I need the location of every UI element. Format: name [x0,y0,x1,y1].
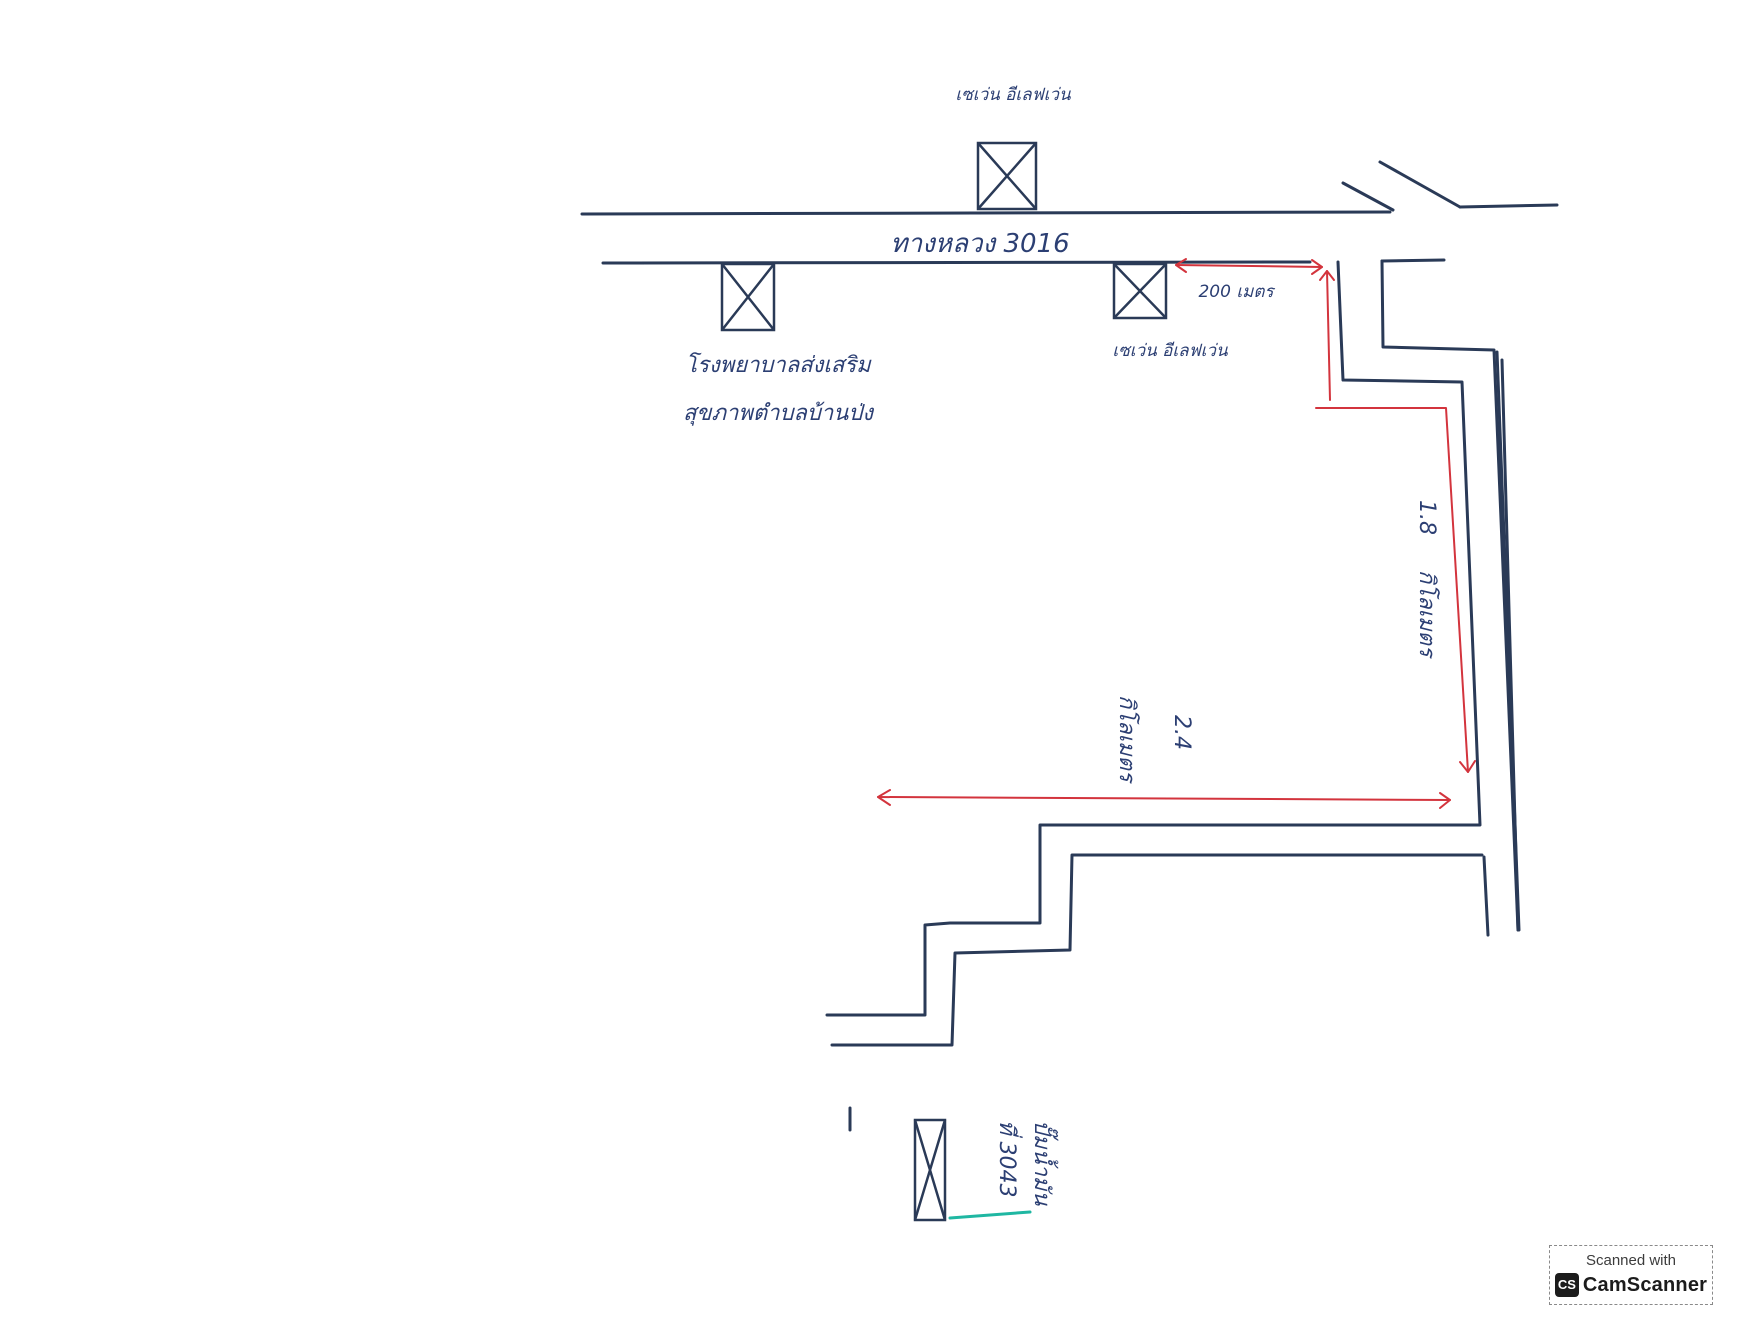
top-store-label: เซเว่น อีเลฟเว่น [955,85,1071,105]
gas-station-box [913,1118,947,1222]
horizontal-distance-unit: กิโลเมตร [1114,695,1140,785]
camscanner-logo-icon: CS [1554,1273,1579,1297]
hospital-box [720,262,776,332]
measure-200m [1175,258,1335,401]
svg-text:ปั๊มน้ำมัน: ปั๊มน้ำมัน [1029,1120,1059,1206]
right-store-label: เซเว่น อีเลฟเว่น [1112,341,1228,361]
gas-station-label-line1: ปั๊มน้ำมัน [1029,1120,1059,1206]
horizontal-distance-label: 2.4 [1169,715,1194,750]
side-road [825,258,1521,1047]
top-store-box [976,141,1038,211]
hospital-label-line2: สุขภาพตำบลบ้านป่ง [683,401,875,426]
camscanner-badge: Scanned with CS CamScanner [1549,1245,1713,1305]
svg-text:1.8: 1.8 [1414,500,1439,535]
measure-1-8km [1315,407,1476,773]
svg-text:ที่ 3043: ที่ 3043 [994,1120,1023,1197]
badge-brand-row: CS CamScanner [1550,1273,1712,1297]
accent-mark [948,1210,1032,1220]
gas-station-label-line2: ที่ 3043 [994,1120,1023,1197]
vertical-distance-label: 1.8 กิโลเมตร [1414,500,1440,660]
road-label: ทางหลวง 3016 [890,229,1069,259]
svg-text:2.4: 2.4 [1169,715,1194,750]
right-store-box [1112,262,1168,320]
measure-2-4km [877,789,1451,809]
svg-text:กิโลเมตร: กิโลเมตร [1414,570,1440,660]
badge-brand-name: CamScanner [1582,1273,1708,1296]
hospital-label-line1: โรงพยาบาลส่งเสริม [685,352,872,378]
badge-caption: Scanned with [1585,1252,1677,1269]
svg-text:กิโลเมตร: กิโลเมตร [1114,695,1140,785]
short-distance-label: 200 เมตร [1198,282,1275,302]
